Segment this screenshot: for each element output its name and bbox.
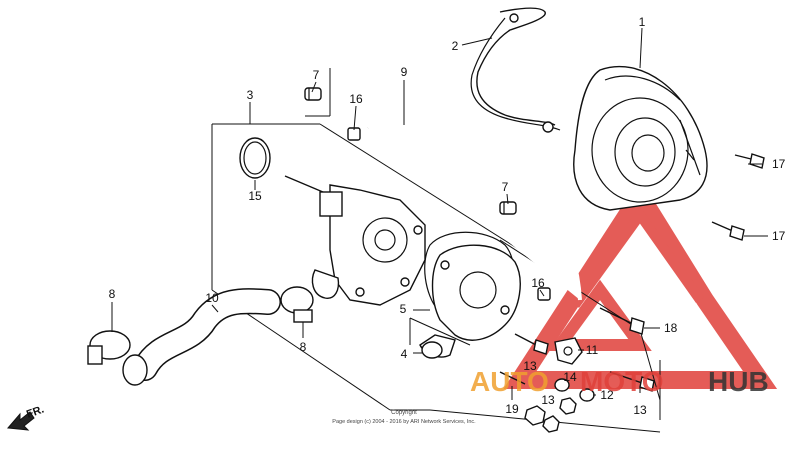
callout-7a: 7 [313, 68, 320, 82]
watermark-hub: HUB [708, 366, 769, 397]
hose-clamp-8b [280, 286, 314, 323]
callout-9: 9 [401, 65, 408, 79]
callout-19: 19 [505, 402, 519, 416]
bolt-19 [499, 371, 526, 385]
callout-11: 11 [586, 343, 599, 357]
callout-14: 14 [563, 370, 577, 384]
callout-13b: 13 [541, 393, 555, 407]
copyright-block: Copyright Page design (c) 2004 - 2016 by… [332, 410, 476, 425]
callout-18: 18 [664, 321, 678, 335]
bolt-17a [734, 153, 765, 169]
watermark-moto: MOTO [580, 366, 663, 397]
copyright-text: Page design (c) 2004 - 2016 by ARI Netwo… [332, 419, 476, 425]
front-label: FR. [25, 403, 46, 420]
callout-3: 3 [247, 88, 254, 102]
callout-17a: 17 [772, 157, 786, 171]
callout-15: 15 [248, 189, 262, 203]
callout-12: 12 [600, 388, 614, 402]
callout-8a: 8 [109, 287, 116, 301]
callout-1: 1 [639, 15, 646, 29]
front-direction-arrow: FR. [6, 403, 46, 431]
callout-8b: 8 [300, 340, 307, 354]
callout-17b: 17 [772, 229, 786, 243]
watermark-auto: AUTO [470, 366, 549, 397]
bolt-13c [609, 371, 655, 392]
fan-cover [573, 65, 708, 211]
callout-numbers: 1 2 3 4 5 7 7 8 8 9 10 11 12 13 13 13 14… [109, 15, 786, 417]
callout-2: 2 [452, 39, 459, 53]
watermark-text: AUTO MOTO HUB [470, 366, 769, 397]
water-pump-body [284, 175, 426, 306]
callout-16b: 16 [531, 276, 545, 290]
callout-5: 5 [400, 302, 407, 316]
bolt-13a [514, 333, 549, 355]
hose-10 [122, 288, 281, 386]
leader-lines [111, 27, 768, 400]
clip-7a [304, 87, 322, 101]
nut-13b [524, 397, 577, 433]
callout-13a: 13 [523, 359, 537, 373]
callout-10: 10 [205, 291, 219, 305]
stay-11 [554, 337, 583, 365]
callout-13c: 13 [633, 403, 647, 417]
callout-7b: 7 [502, 180, 509, 194]
washer-14 [554, 378, 570, 392]
callout-4: 4 [401, 347, 408, 361]
hose-9 [367, 118, 582, 301]
copyright-heading: Copyright [391, 410, 417, 416]
o-ring-15 [239, 137, 271, 179]
bolt-18 [599, 307, 645, 335]
bracket-stay [470, 7, 561, 133]
hose-clamp-8a [87, 330, 131, 365]
callout-16a: 16 [349, 92, 363, 106]
bolt-17b [711, 221, 745, 241]
pump-cover-4 [419, 244, 521, 359]
